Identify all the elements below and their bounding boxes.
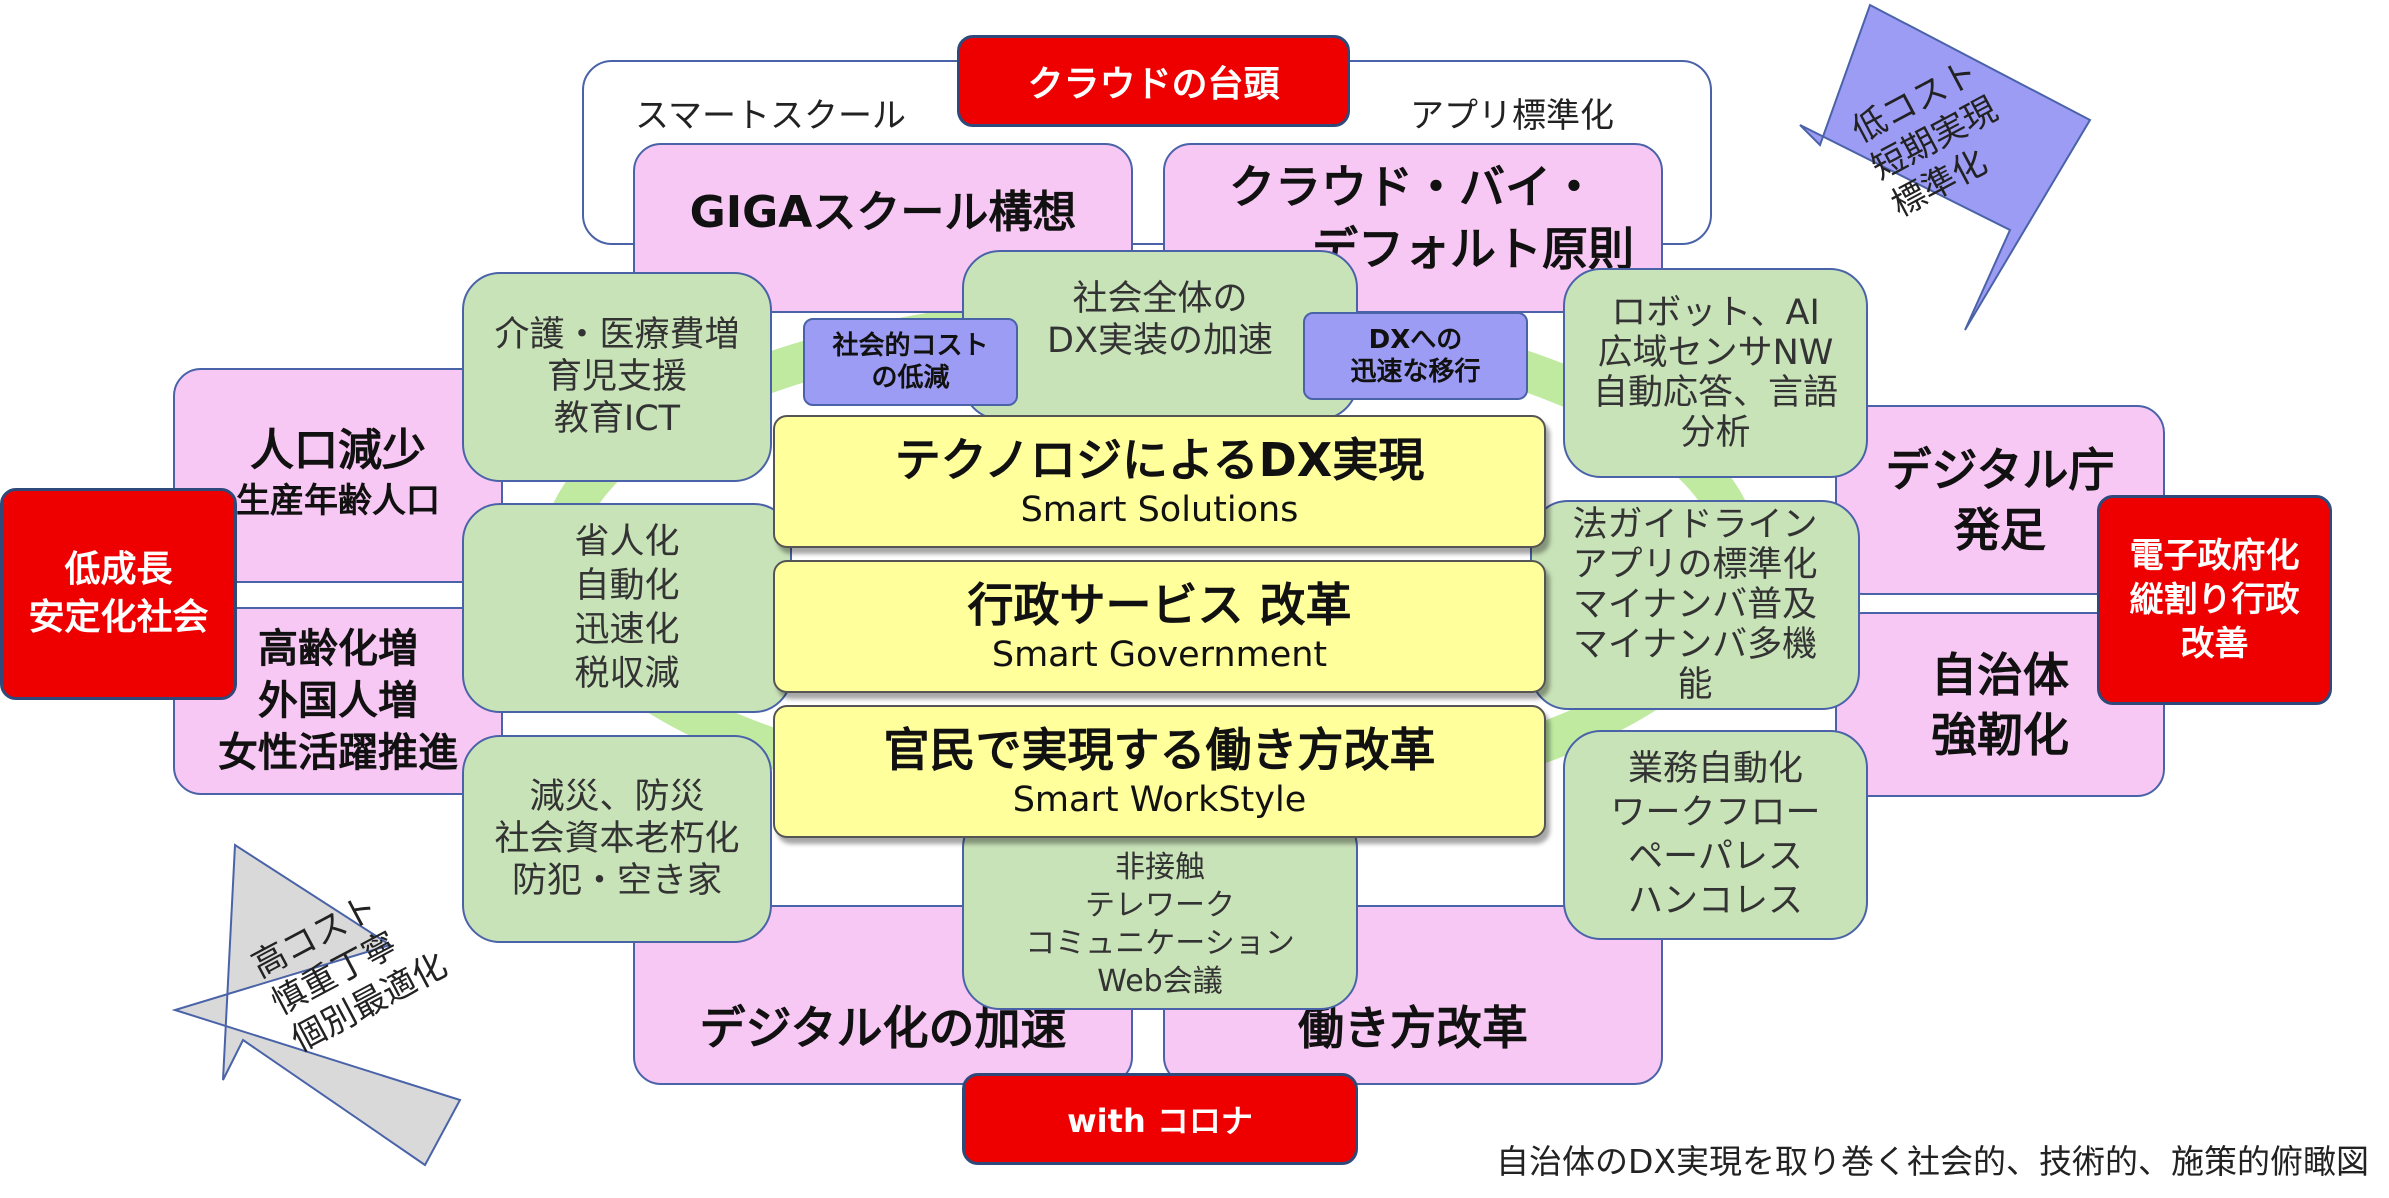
care-medical-line2: 育児支援 bbox=[546, 357, 687, 397]
dx-transition-line1: DXへの bbox=[1368, 325, 1463, 355]
robot-ai-box: ロボット、AI 広域センサNW 自動応答、言語 分析 bbox=[1563, 268, 1868, 478]
egov-label: 電子政府化 縦割り行政 改善 bbox=[2097, 495, 2332, 705]
digitalization-text: デジタル化の加速 bbox=[699, 1001, 1067, 1055]
egov-line3: 改善 bbox=[2180, 624, 2249, 664]
disaster-line3: 防犯・空き家 bbox=[511, 861, 722, 901]
with-corona-label: with コロナ bbox=[962, 1073, 1358, 1165]
social-cost-line1: 社会的コスト bbox=[832, 331, 989, 361]
work-reform-text: 働き方改革 bbox=[1298, 1001, 1528, 1055]
law-guideline-line5: 能 bbox=[1677, 665, 1713, 705]
smart-solutions-subtitle: Smart Solutions bbox=[1020, 489, 1299, 530]
smart-workstyle-box: 官民で実現する働き方改革 Smart WorkStyle bbox=[773, 705, 1546, 838]
aging-text: 高齢化増 bbox=[258, 626, 418, 672]
working-age-population-text: 生産年齢人口 bbox=[236, 480, 440, 521]
smart-government-box: 行政サービス 改革 Smart Government bbox=[773, 560, 1546, 693]
smart-solutions-title: テクノロジによるDX実現 bbox=[894, 432, 1425, 487]
cloud-rise-label: クラウドの台頭 bbox=[957, 35, 1350, 127]
egov-line1: 電子政府化 bbox=[2129, 536, 2300, 576]
population-decline-title: 人口減少 bbox=[250, 424, 426, 476]
business-line2: ワークフロー bbox=[1610, 793, 1821, 833]
law-guideline-line3: マイナンバ普及 bbox=[1572, 585, 1818, 625]
smart-school-label: スマートスクール bbox=[635, 96, 906, 136]
business-line1: 業務自動化 bbox=[1627, 749, 1803, 789]
robot-ai-line4: 分析 bbox=[1680, 413, 1751, 453]
women-empowerment-text: 女性活躍推進 bbox=[218, 730, 458, 776]
care-medical-line1: 介護・医療費増 bbox=[494, 315, 740, 355]
law-guideline-line4: マイナンバ多機 bbox=[1572, 625, 1818, 665]
cloud-by-default-line2: デフォルト原則 bbox=[1312, 222, 1634, 276]
foreigners-text: 外国人増 bbox=[258, 678, 418, 724]
labor-saving-line2: 自動化 bbox=[574, 566, 680, 606]
law-guideline-box: 法ガイドライン アプリの標準化 マイナンバ普及 マイナンバ多機 能 bbox=[1530, 500, 1860, 710]
low-growth-line1: 低成長 bbox=[64, 549, 173, 590]
local-government-text: 自治体 bbox=[1931, 647, 2069, 702]
society-dx-line2: DX実装の加速 bbox=[1047, 321, 1273, 361]
business-line3: ペーパレス bbox=[1628, 837, 1803, 877]
cloud-rise-text: クラウドの台頭 bbox=[1027, 64, 1280, 105]
left-arrow-shape bbox=[171, 843, 462, 1167]
contactless-line2: テレワーク bbox=[1085, 888, 1235, 923]
contactless-box: 非接触 テレワーク コミュニケーション Web会議 bbox=[962, 810, 1358, 1010]
business-automation-box: 業務自動化 ワークフロー ペーパレス ハンコレス bbox=[1563, 730, 1868, 940]
contactless-line1: 非接触 bbox=[1115, 850, 1205, 885]
labor-saving-box: 省人化 自動化 迅速化 税収減 bbox=[462, 503, 792, 713]
smart-workstyle-subtitle: Smart WorkStyle bbox=[1012, 779, 1307, 820]
low-growth-line2: 安定化社会 bbox=[28, 597, 209, 638]
disaster-line2: 社会資本老朽化 bbox=[494, 819, 740, 859]
launch-text: 発足 bbox=[1954, 503, 2046, 557]
caption: 自治体のDX実現を取り巻く社会的、技術的、施策的俯瞰図 bbox=[1495, 1142, 2369, 1181]
social-cost-box: 社会的コスト の低減 bbox=[803, 318, 1018, 406]
smart-workstyle-title: 官民で実現する働き方改革 bbox=[883, 722, 1436, 777]
dx-transition-line2: 迅速な移行 bbox=[1350, 357, 1481, 387]
egov-line2: 縦割り行政 bbox=[2129, 580, 2300, 620]
contactless-line3: コミュニケーション bbox=[1025, 926, 1295, 961]
resilience-text: 強靭化 bbox=[1931, 707, 2069, 762]
app-standardization-label: アプリ標準化 bbox=[1410, 96, 1614, 136]
law-guideline-line2: アプリの標準化 bbox=[1572, 545, 1818, 585]
robot-ai-line2: 広域センサNW bbox=[1597, 333, 1834, 373]
labor-saving-line3: 迅速化 bbox=[574, 610, 680, 650]
society-dx-line1: 社会全体の bbox=[1072, 279, 1248, 319]
cloud-by-default-line1: クラウド・バイ・ bbox=[1229, 160, 1597, 214]
contactless-line4: Web会議 bbox=[1097, 964, 1223, 999]
right-arrow-shape bbox=[1799, 3, 2092, 331]
social-cost-line2: の低減 bbox=[871, 363, 950, 393]
business-line4: ハンコレス bbox=[1627, 881, 1803, 921]
robot-ai-line1: ロボット、AI bbox=[1611, 293, 1820, 333]
disaster-prevention-box: 減災、防災 社会資本老朽化 防犯・空き家 bbox=[462, 735, 772, 943]
digital-agency-text: デジタル庁 bbox=[1885, 443, 2115, 497]
labor-saving-line1: 省人化 bbox=[574, 522, 680, 562]
labor-saving-line4: 税収減 bbox=[574, 654, 680, 694]
with-corona-text: with コロナ bbox=[1067, 1102, 1253, 1140]
dx-transition-box: DXへの 迅速な移行 bbox=[1303, 312, 1528, 400]
law-guideline-line1: 法ガイドライン bbox=[1572, 505, 1818, 545]
society-dx-box: 社会全体の DX実装の加速 bbox=[962, 250, 1358, 420]
low-growth-label: 低成長 安定化社会 bbox=[0, 488, 237, 700]
care-medical-line3: 教育ICT bbox=[553, 399, 681, 439]
care-medical-box: 介護・医療費増 育児支援 教育ICT bbox=[462, 272, 772, 482]
giga-school-text: GIGAスクール構想 bbox=[689, 187, 1077, 238]
smart-solutions-box: テクノロジによるDX実現 Smart Solutions bbox=[773, 415, 1546, 548]
disaster-line1: 減災、防災 bbox=[529, 777, 705, 817]
smart-government-subtitle: Smart Government bbox=[991, 634, 1328, 675]
smart-government-title: 行政サービス 改革 bbox=[967, 577, 1352, 632]
robot-ai-line3: 自動応答、言語 bbox=[1592, 373, 1838, 413]
